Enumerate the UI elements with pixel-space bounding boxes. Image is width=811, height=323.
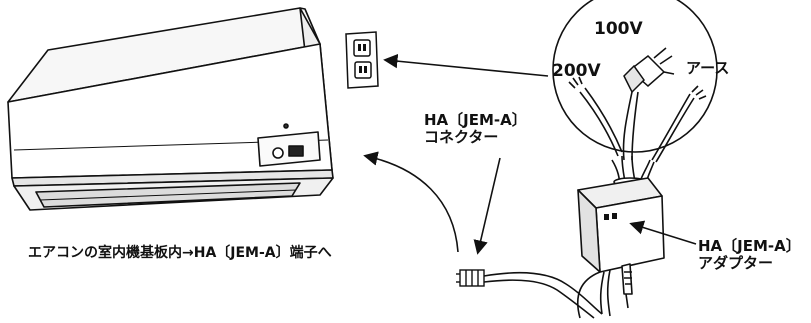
connector-cable [483,271,603,319]
label-earth: アース [686,59,730,77]
wall-outlet-icon [345,31,379,89]
label-ha-connector: HA〔JEM-A〕 コネクター [424,112,527,145]
label-ha-adapter-line2: アダプター [698,253,774,272]
label-ha-adapter-line1: HA〔JEM-A〕 [698,237,801,255]
label-ha-connector-line1: HA〔JEM-A〕 [424,111,527,129]
label-ha-connector-line2: コネクター [424,127,499,146]
air-conditioner-icon [7,7,334,211]
cable-bundle [568,76,707,163]
label-200v: 200V [552,61,601,81]
label-ha-adapter: HA〔JEM-A〕 アダプター [698,238,801,271]
ha-adapter-icon [577,177,665,317]
power-plug-icon [623,47,675,94]
label-100v: 100V [594,19,643,39]
label-instruction: エアコンの室内機基板内→HA〔JEM-A〕端子へ [28,245,332,261]
ha-connector-icon [456,269,485,287]
